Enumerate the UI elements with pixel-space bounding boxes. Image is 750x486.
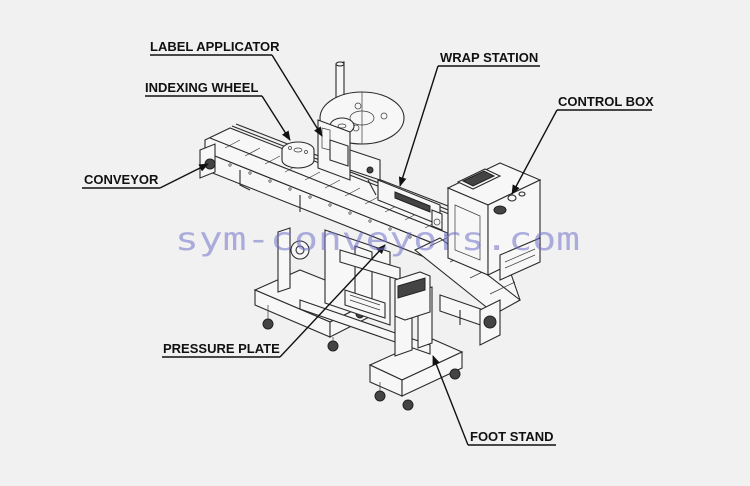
leader-lines (82, 54, 652, 446)
control-box-leader (511, 109, 558, 195)
label-applicator-label: LABEL APPLICATOR (150, 39, 280, 54)
pressure-plate-leader (279, 244, 386, 358)
indexing-wheel-leader (261, 95, 291, 141)
conveyor-leader (159, 163, 209, 189)
pressure-plate-assembly (290, 229, 431, 326)
wrap-station-leader (398, 65, 439, 187)
conveyor-label: CONVEYOR (84, 172, 159, 187)
conveyor (199, 123, 521, 346)
control-box-label: CONTROL BOX (558, 94, 654, 109)
indexing-wheel (281, 141, 315, 169)
watermark-text: sym-conveyors.com (175, 220, 580, 258)
pressure-plate-label: PRESSURE PLATE (163, 341, 280, 356)
wrap-station-label: WRAP STATION (440, 50, 538, 65)
control-box (446, 162, 542, 281)
label-applicator (317, 61, 405, 197)
foot-stand-label: FOOT STAND (470, 429, 554, 444)
label-applicator-leader (271, 54, 323, 137)
wrap-station (377, 179, 443, 231)
foot-stand-leader (432, 355, 469, 446)
indexing-wheel-label: INDEXING WHEEL (145, 80, 258, 95)
